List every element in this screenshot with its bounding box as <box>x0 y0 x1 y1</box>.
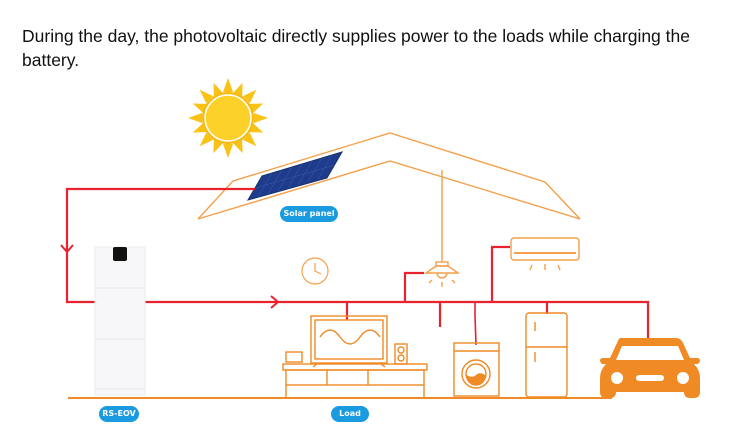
battery-inverter-icon <box>94 246 146 396</box>
caption: During the day, the photovoltaic directl… <box>22 26 690 70</box>
solar-panel-label: Solar panel <box>280 206 338 222</box>
washing-machine-icon <box>453 342 500 397</box>
clock-icon <box>301 257 329 285</box>
house-roof <box>197 132 581 220</box>
car-icon <box>600 338 700 398</box>
ceiling-lamp-icon <box>423 170 461 287</box>
flow-arrow-right <box>270 295 280 309</box>
tv-cabinet-icon <box>282 315 428 398</box>
solar-panel-icon <box>246 151 344 201</box>
power-lines <box>65 187 650 346</box>
battery-system-label: RS-EOV <box>99 406 139 422</box>
sun-icon <box>188 78 268 158</box>
air-conditioner-icon <box>510 237 580 271</box>
load-label: Load <box>331 406 369 422</box>
refrigerator-icon <box>525 312 568 398</box>
flow-arrow-down <box>60 244 74 254</box>
